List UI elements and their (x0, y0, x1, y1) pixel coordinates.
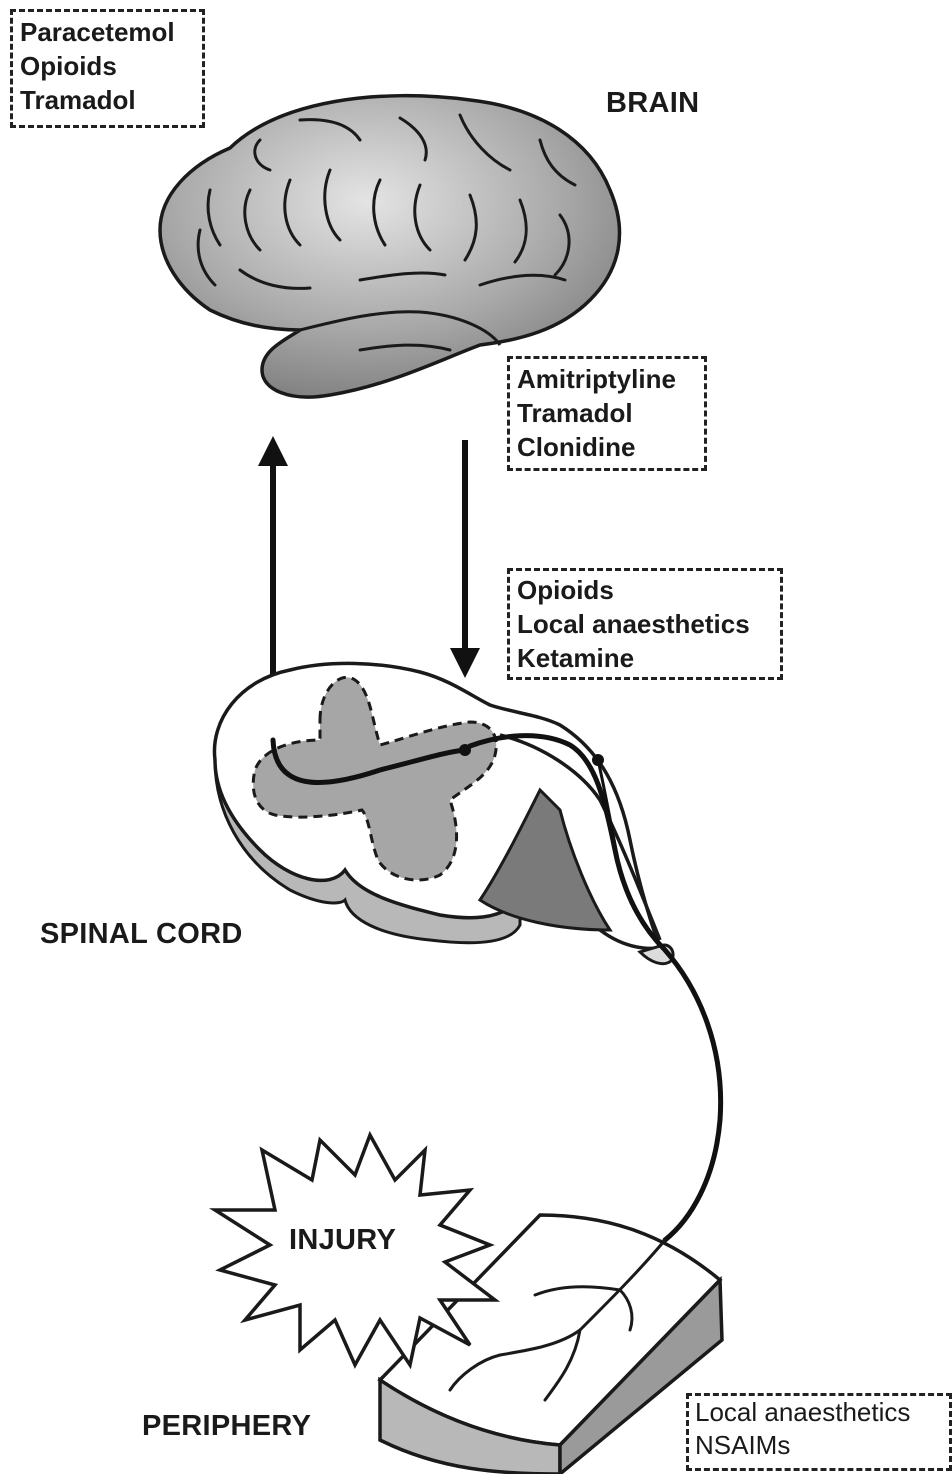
spinal-cord-label: SPINAL CORD (40, 920, 243, 949)
drug-item: Opioids (20, 49, 195, 83)
periphery-label: PERIPHERY (142, 1412, 311, 1441)
drug-item: Paracetemol (20, 15, 195, 49)
drug-item: Ketamine (517, 641, 773, 675)
descending-drugs-box: Amitriptyline Tramadol Clonidine (507, 356, 707, 471)
brain-label: BRAIN (606, 89, 699, 118)
drug-item: Amitriptyline (517, 362, 697, 396)
descending-arrow (450, 440, 480, 678)
spinal-cord (214, 663, 673, 963)
drug-item: NSAIMs (695, 1429, 943, 1462)
drug-item: Tramadol (20, 83, 195, 117)
brain (160, 96, 620, 397)
drug-item: Clonidine (517, 430, 697, 464)
brain-outline (160, 96, 620, 397)
periphery-drugs-box: Local anaesthetics NSAIMs (686, 1393, 952, 1471)
injury-label: INJURY (289, 1226, 396, 1255)
drug-item: Local anaesthetics (695, 1396, 943, 1429)
ganglion-dot (592, 754, 604, 766)
synapse-dot (459, 744, 471, 756)
drug-item: Opioids (517, 573, 773, 607)
brain-drugs-box: Paracetemol Opioids Tramadol (10, 9, 205, 128)
spinal-drugs-box: Opioids Local anaesthetics Ketamine (507, 568, 783, 680)
drug-item: Local anaesthetics (517, 607, 773, 641)
drug-item: Tramadol (517, 396, 697, 430)
